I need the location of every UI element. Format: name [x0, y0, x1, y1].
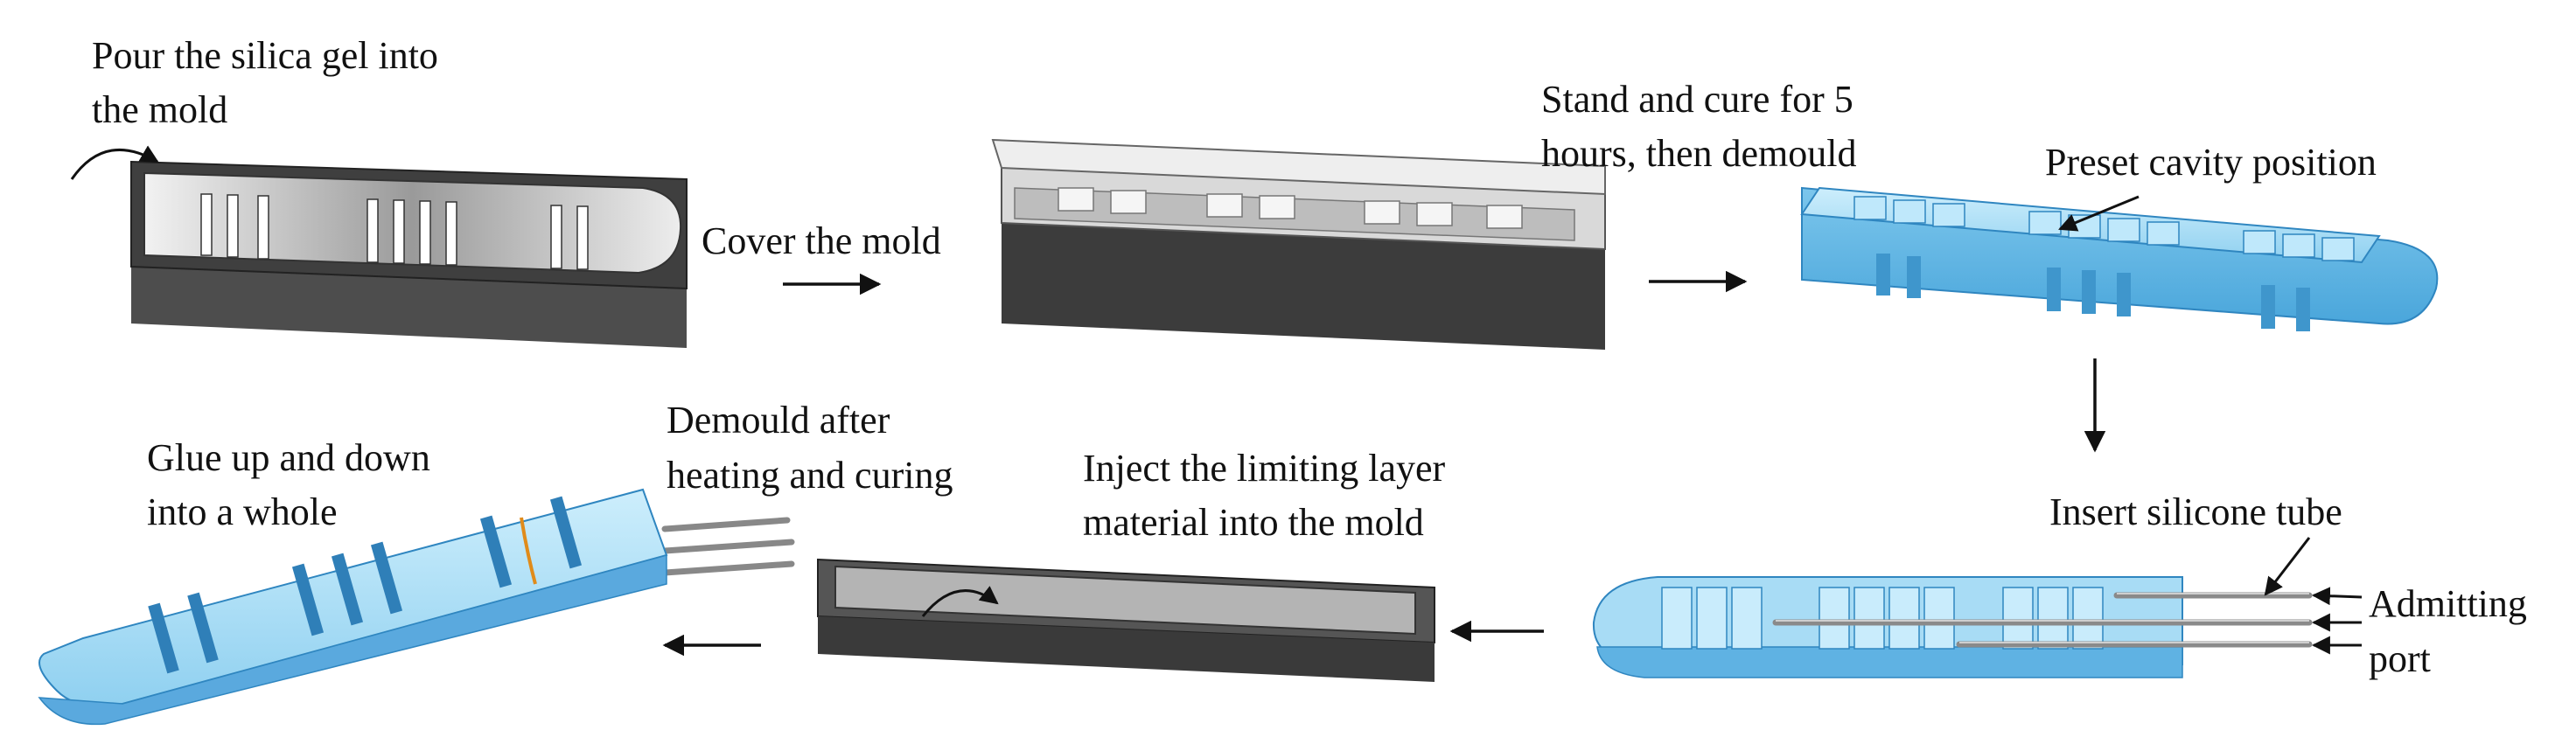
- label-admitting-line2: port: [2369, 637, 2431, 680]
- label-inject-line1: Inject the limiting layer: [1083, 447, 1446, 490]
- label-cover: Cover the mold: [702, 219, 941, 262]
- label-stand-line1: Stand and cure for 5: [1541, 78, 1853, 121]
- label-glue-line2: into a whole: [147, 490, 338, 533]
- label-insert: Insert silicone tube: [2049, 490, 2342, 533]
- open-mold: [70, 145, 688, 348]
- label-stand-line2: hours, then demould: [1541, 132, 1857, 175]
- label-demould-line2: heating and curing: [667, 454, 953, 497]
- label-preset: Preset cavity position: [2045, 141, 2377, 184]
- final-actuator: [38, 488, 795, 726]
- covered-mold: [991, 138, 1606, 350]
- label-glue-line1: Glue up and down: [147, 436, 430, 479]
- tube-inserted-part: [1592, 537, 2363, 678]
- label-inject-line2: material into the mold: [1083, 501, 1424, 544]
- label-pour-line2: the mold: [92, 88, 227, 131]
- label-pour-line1: Pour the silica gel into: [92, 34, 438, 77]
- limiting-layer-mold: [817, 558, 1435, 682]
- label-admitting-line1: Admitting: [2369, 582, 2527, 625]
- cured-part: [1800, 186, 2439, 331]
- label-demould-line1: Demould after: [667, 399, 890, 442]
